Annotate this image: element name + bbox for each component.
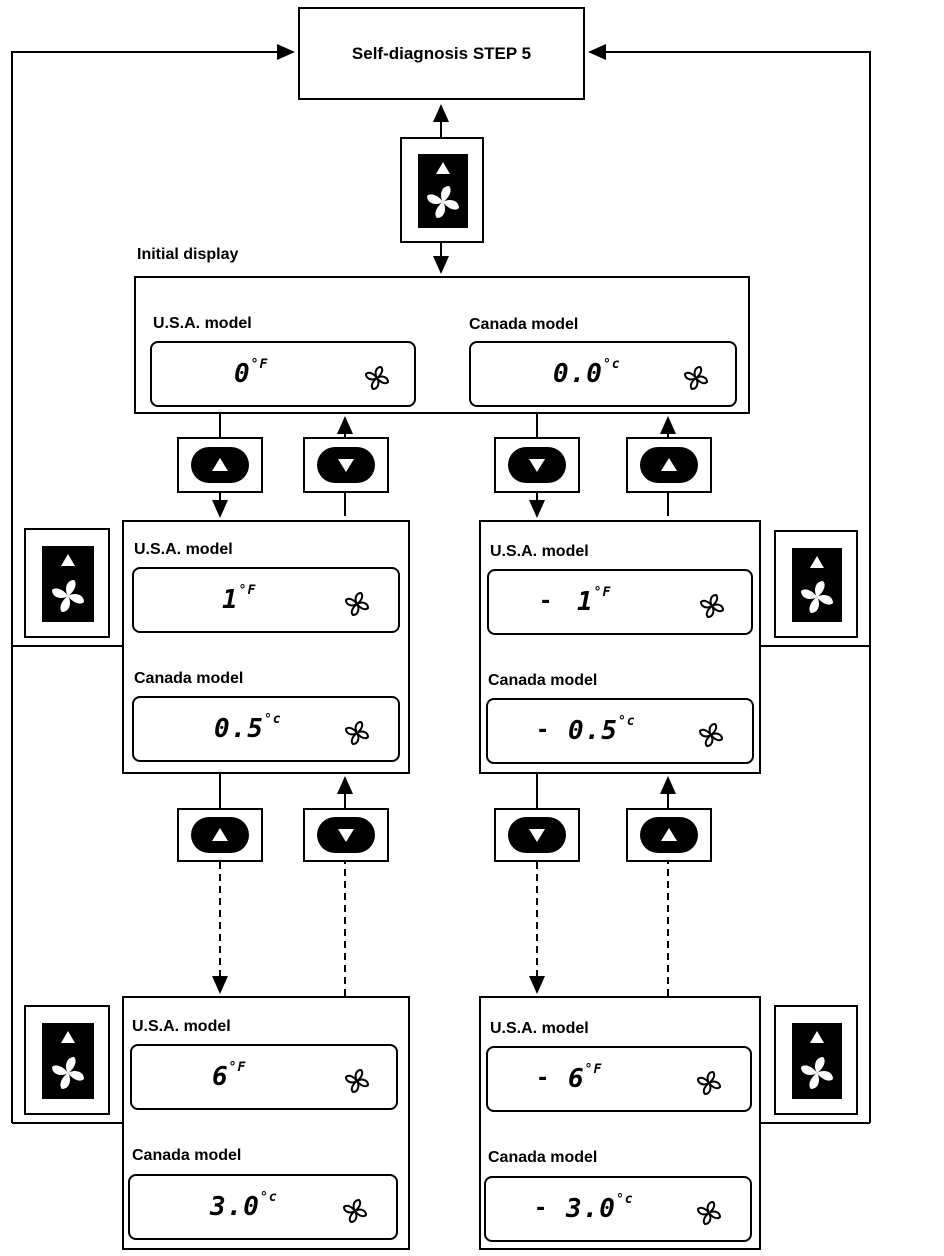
lcd-value: 3.0°c xyxy=(566,1192,634,1224)
lcd-sign: - xyxy=(536,718,550,743)
right2-usa-label: U.S.A. model xyxy=(490,1020,589,1037)
down-arrow-icon xyxy=(338,459,354,472)
left2-usa-label: U.S.A. model xyxy=(132,1018,231,1035)
down-button-right-1[interactable] xyxy=(494,437,580,493)
right2-usa-lcd: - 6°F xyxy=(486,1046,752,1112)
lcd-sign: - xyxy=(539,589,553,614)
lcd-value: 0.5°c xyxy=(568,714,636,746)
fan-button-top[interactable] xyxy=(400,137,484,243)
right1-usa-lcd: - 1°F xyxy=(487,569,753,635)
up-arrow-icon xyxy=(661,458,677,471)
up-button-right-1[interactable] xyxy=(626,437,712,493)
fan-up-icon xyxy=(427,162,459,218)
initial-usa-lcd: 0°F xyxy=(150,341,416,407)
left1-canada-lcd: 0.5°c xyxy=(132,696,400,762)
fan-button-left-1[interactable] xyxy=(24,528,110,638)
up-arrow-icon xyxy=(212,458,228,471)
right1-usa-label: U.S.A. model xyxy=(490,543,589,560)
right1-canada-label: Canada model xyxy=(488,672,598,689)
fan-icon xyxy=(344,591,370,617)
lcd-value: 0.5°c xyxy=(214,712,282,744)
up-arrow-icon xyxy=(212,828,228,841)
fan-icon xyxy=(364,365,390,391)
fan-button-left-2[interactable] xyxy=(24,1005,110,1115)
lcd-value: 6°F xyxy=(568,1062,603,1094)
lcd-value: 3.0°c xyxy=(210,1190,278,1222)
left1-canada-label: Canada model xyxy=(134,670,244,687)
down-arrow-icon xyxy=(529,829,545,842)
lcd-sign: - xyxy=(536,1066,550,1091)
fan-icon xyxy=(683,365,709,391)
down-button-right-2[interactable] xyxy=(494,808,580,862)
step5-title: Self-diagnosis STEP 5 xyxy=(351,43,532,63)
lcd-value: 6°F xyxy=(212,1060,247,1092)
left1-usa-lcd: 1°F xyxy=(132,567,400,633)
left1-usa-label: U.S.A. model xyxy=(134,541,233,558)
fan-icon xyxy=(342,1198,368,1224)
down-arrow-icon xyxy=(338,829,354,842)
initial-display-label: Initial display xyxy=(137,246,239,263)
initial-canada-label: Canada model xyxy=(469,316,579,333)
fan-icon xyxy=(344,1068,370,1094)
up-arrow-icon xyxy=(661,828,677,841)
lcd-value: 0.0°c xyxy=(553,357,621,389)
up-button-left-1[interactable] xyxy=(177,437,263,493)
fan-icon xyxy=(696,1200,722,1226)
fan-up-icon xyxy=(52,1031,84,1089)
lcd-value: 0°F xyxy=(234,357,269,389)
step5-title-box: Self-diagnosis STEP 5 xyxy=(298,7,585,100)
lcd-value: 1°F xyxy=(577,585,612,617)
left2-usa-lcd: 6°F xyxy=(130,1044,398,1110)
initial-canada-lcd: 0.0°c xyxy=(469,341,737,407)
down-arrow-icon xyxy=(529,459,545,472)
fan-icon xyxy=(696,1070,722,1096)
initial-usa-label: U.S.A. model xyxy=(153,315,252,332)
left2-canada-label: Canada model xyxy=(132,1147,242,1164)
fan-button-right-2[interactable] xyxy=(774,1005,858,1115)
right2-canada-lcd: - 3.0°c xyxy=(484,1176,752,1242)
fan-up-icon xyxy=(801,1031,833,1089)
lcd-value: 1°F xyxy=(222,583,257,615)
down-button-left-2[interactable] xyxy=(303,808,389,862)
fan-icon xyxy=(698,722,724,748)
fan-icon xyxy=(344,720,370,746)
up-button-right-2[interactable] xyxy=(626,808,712,862)
fan-button-right-1[interactable] xyxy=(774,530,858,638)
right2-canada-label: Canada model xyxy=(488,1149,598,1166)
fan-up-icon xyxy=(52,554,84,612)
lcd-sign: - xyxy=(534,1196,548,1221)
fan-icon xyxy=(699,593,725,619)
left2-canada-lcd: 3.0°c xyxy=(128,1174,398,1240)
down-button-left-1[interactable] xyxy=(303,437,389,493)
fan-key-face xyxy=(418,154,468,228)
fan-up-icon xyxy=(801,556,833,613)
up-button-left-2[interactable] xyxy=(177,808,263,862)
right1-canada-lcd: - 0.5°c xyxy=(486,698,754,764)
